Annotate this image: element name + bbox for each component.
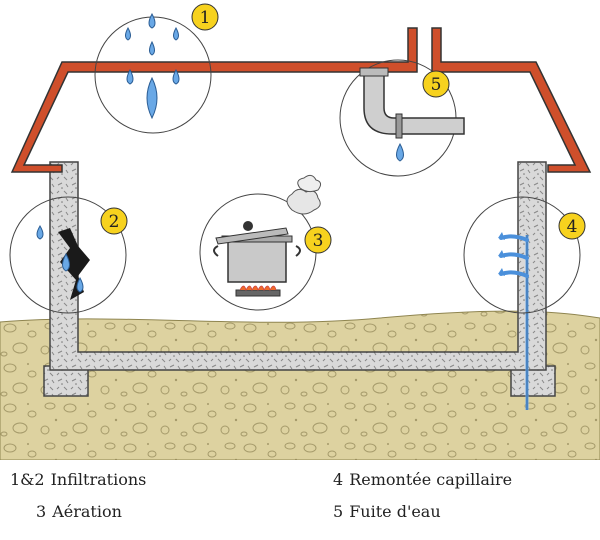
- legend-label: Fuite d'eau: [349, 502, 441, 521]
- roof-right: [431, 27, 592, 173]
- ground-soil: [0, 310, 600, 460]
- badge-3: 3: [304, 226, 332, 254]
- legend-label: Infiltrations: [50, 470, 147, 489]
- badge-4-label: 4: [567, 217, 578, 237]
- right-footing: [510, 365, 556, 397]
- badge-2: 2: [100, 207, 128, 235]
- badge-5-label: 5: [431, 75, 442, 95]
- roof: [10, 27, 418, 173]
- wall-crack-icon: [36, 225, 90, 300]
- badge-4: 4: [558, 212, 586, 240]
- legend-num: 3: [36, 502, 47, 521]
- legend-num: 1&2: [10, 470, 45, 489]
- legend-label: Remontée capillaire: [349, 470, 513, 489]
- legend-item-water-leak: 5 Fuite d'eau: [333, 502, 441, 521]
- moisture-sources-diagram: 1 2 3 4 5: [0, 3, 600, 460]
- legend-item-capillary-rise: 4 Remontée capillaire: [333, 470, 512, 489]
- badge-1-label: 1: [200, 8, 211, 28]
- callout-circle-2: [9, 196, 127, 314]
- legend-item-infiltrations: 1&2 Infiltrations: [10, 470, 146, 489]
- badge-2-label: 2: [109, 212, 120, 232]
- callout-circle-4: [463, 196, 581, 314]
- capillary-rise-icon: [498, 232, 529, 410]
- leaking-pipe-icon: [359, 67, 465, 162]
- legend-num: 4: [333, 470, 344, 489]
- legend-num: 5: [333, 502, 344, 521]
- badge-1: 1: [191, 3, 219, 31]
- legend-item-aeration: 3 Aération: [36, 502, 122, 521]
- cooking-pot-icon: [213, 174, 322, 297]
- badge-3-label: 3: [313, 231, 324, 251]
- legend-label: Aération: [52, 502, 122, 521]
- building-walls: [49, 161, 547, 371]
- badge-5: 5: [422, 70, 450, 98]
- rain-drops-icon: [125, 12, 180, 120]
- left-footing: [43, 365, 89, 397]
